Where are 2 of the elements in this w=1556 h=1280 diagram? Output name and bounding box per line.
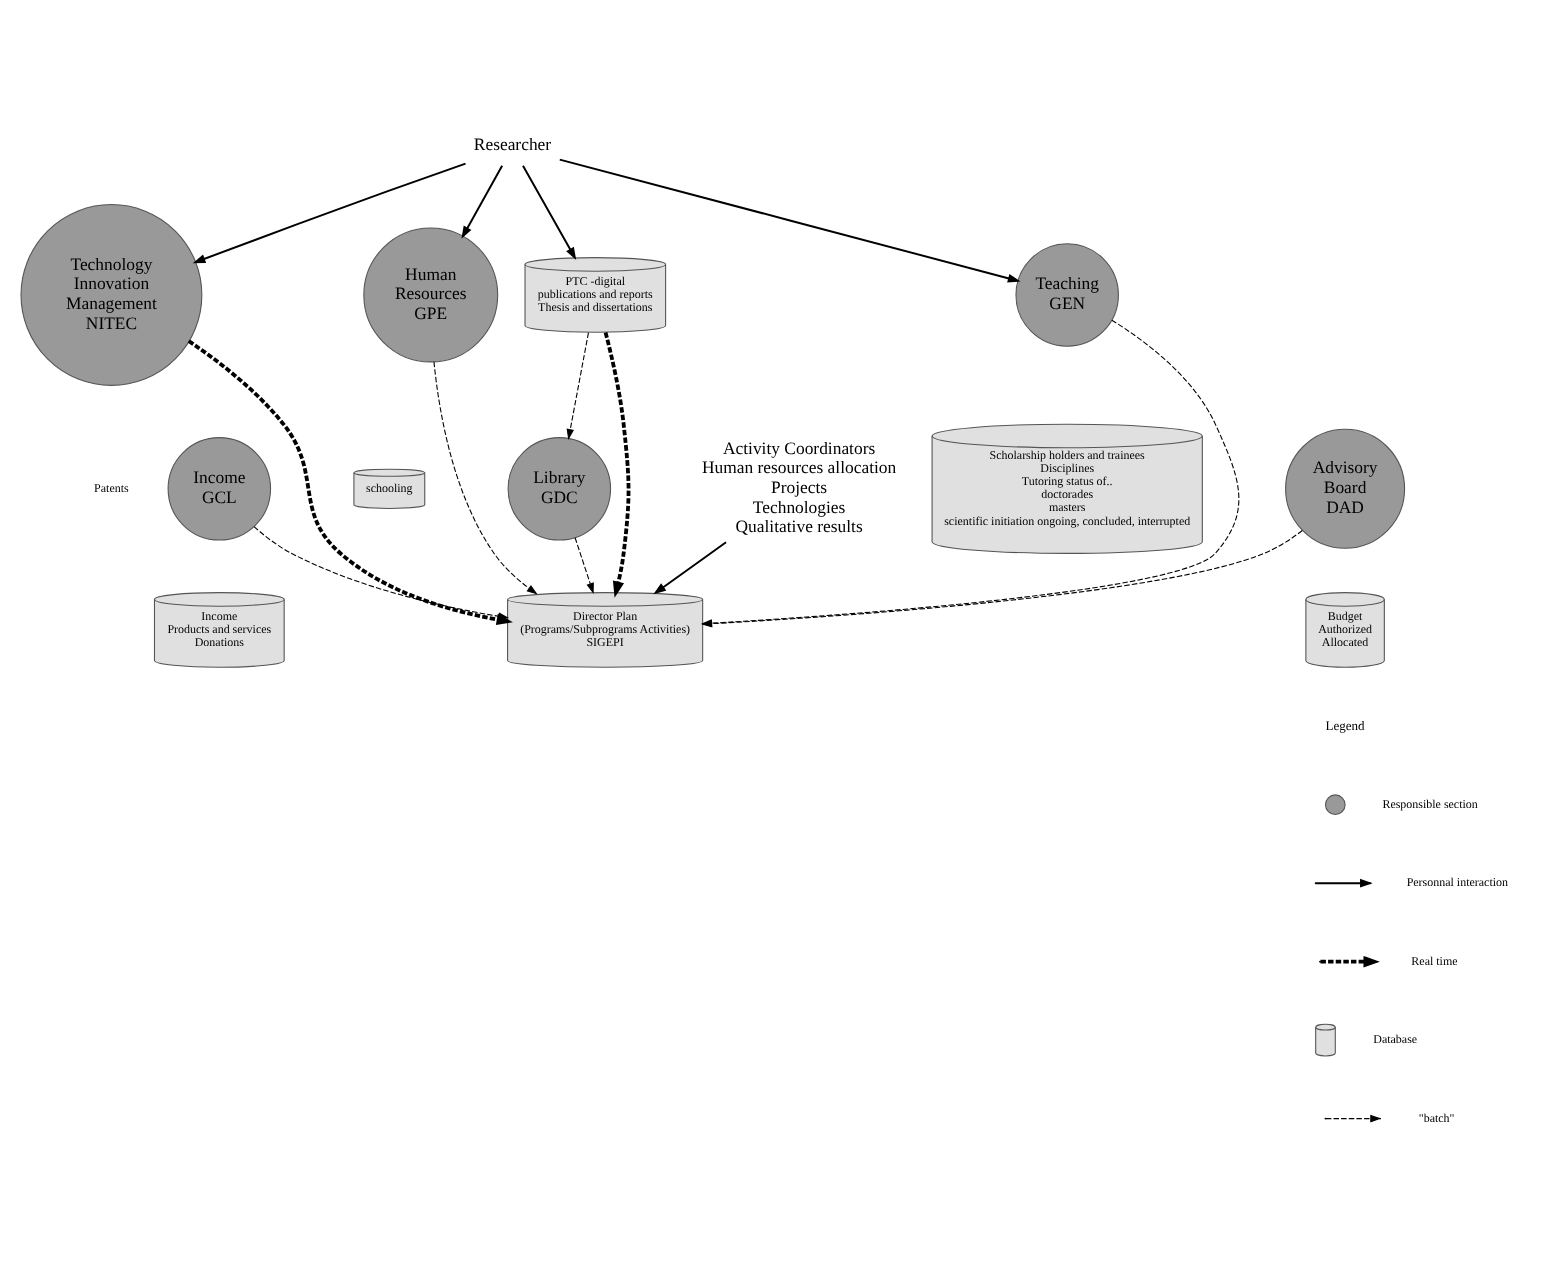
node-text: Activity Coordinators Human resources allocation Projects Technologies Qualitative results bbox=[701, 436, 897, 536]
node-text: Researcher bbox=[473, 133, 552, 154]
